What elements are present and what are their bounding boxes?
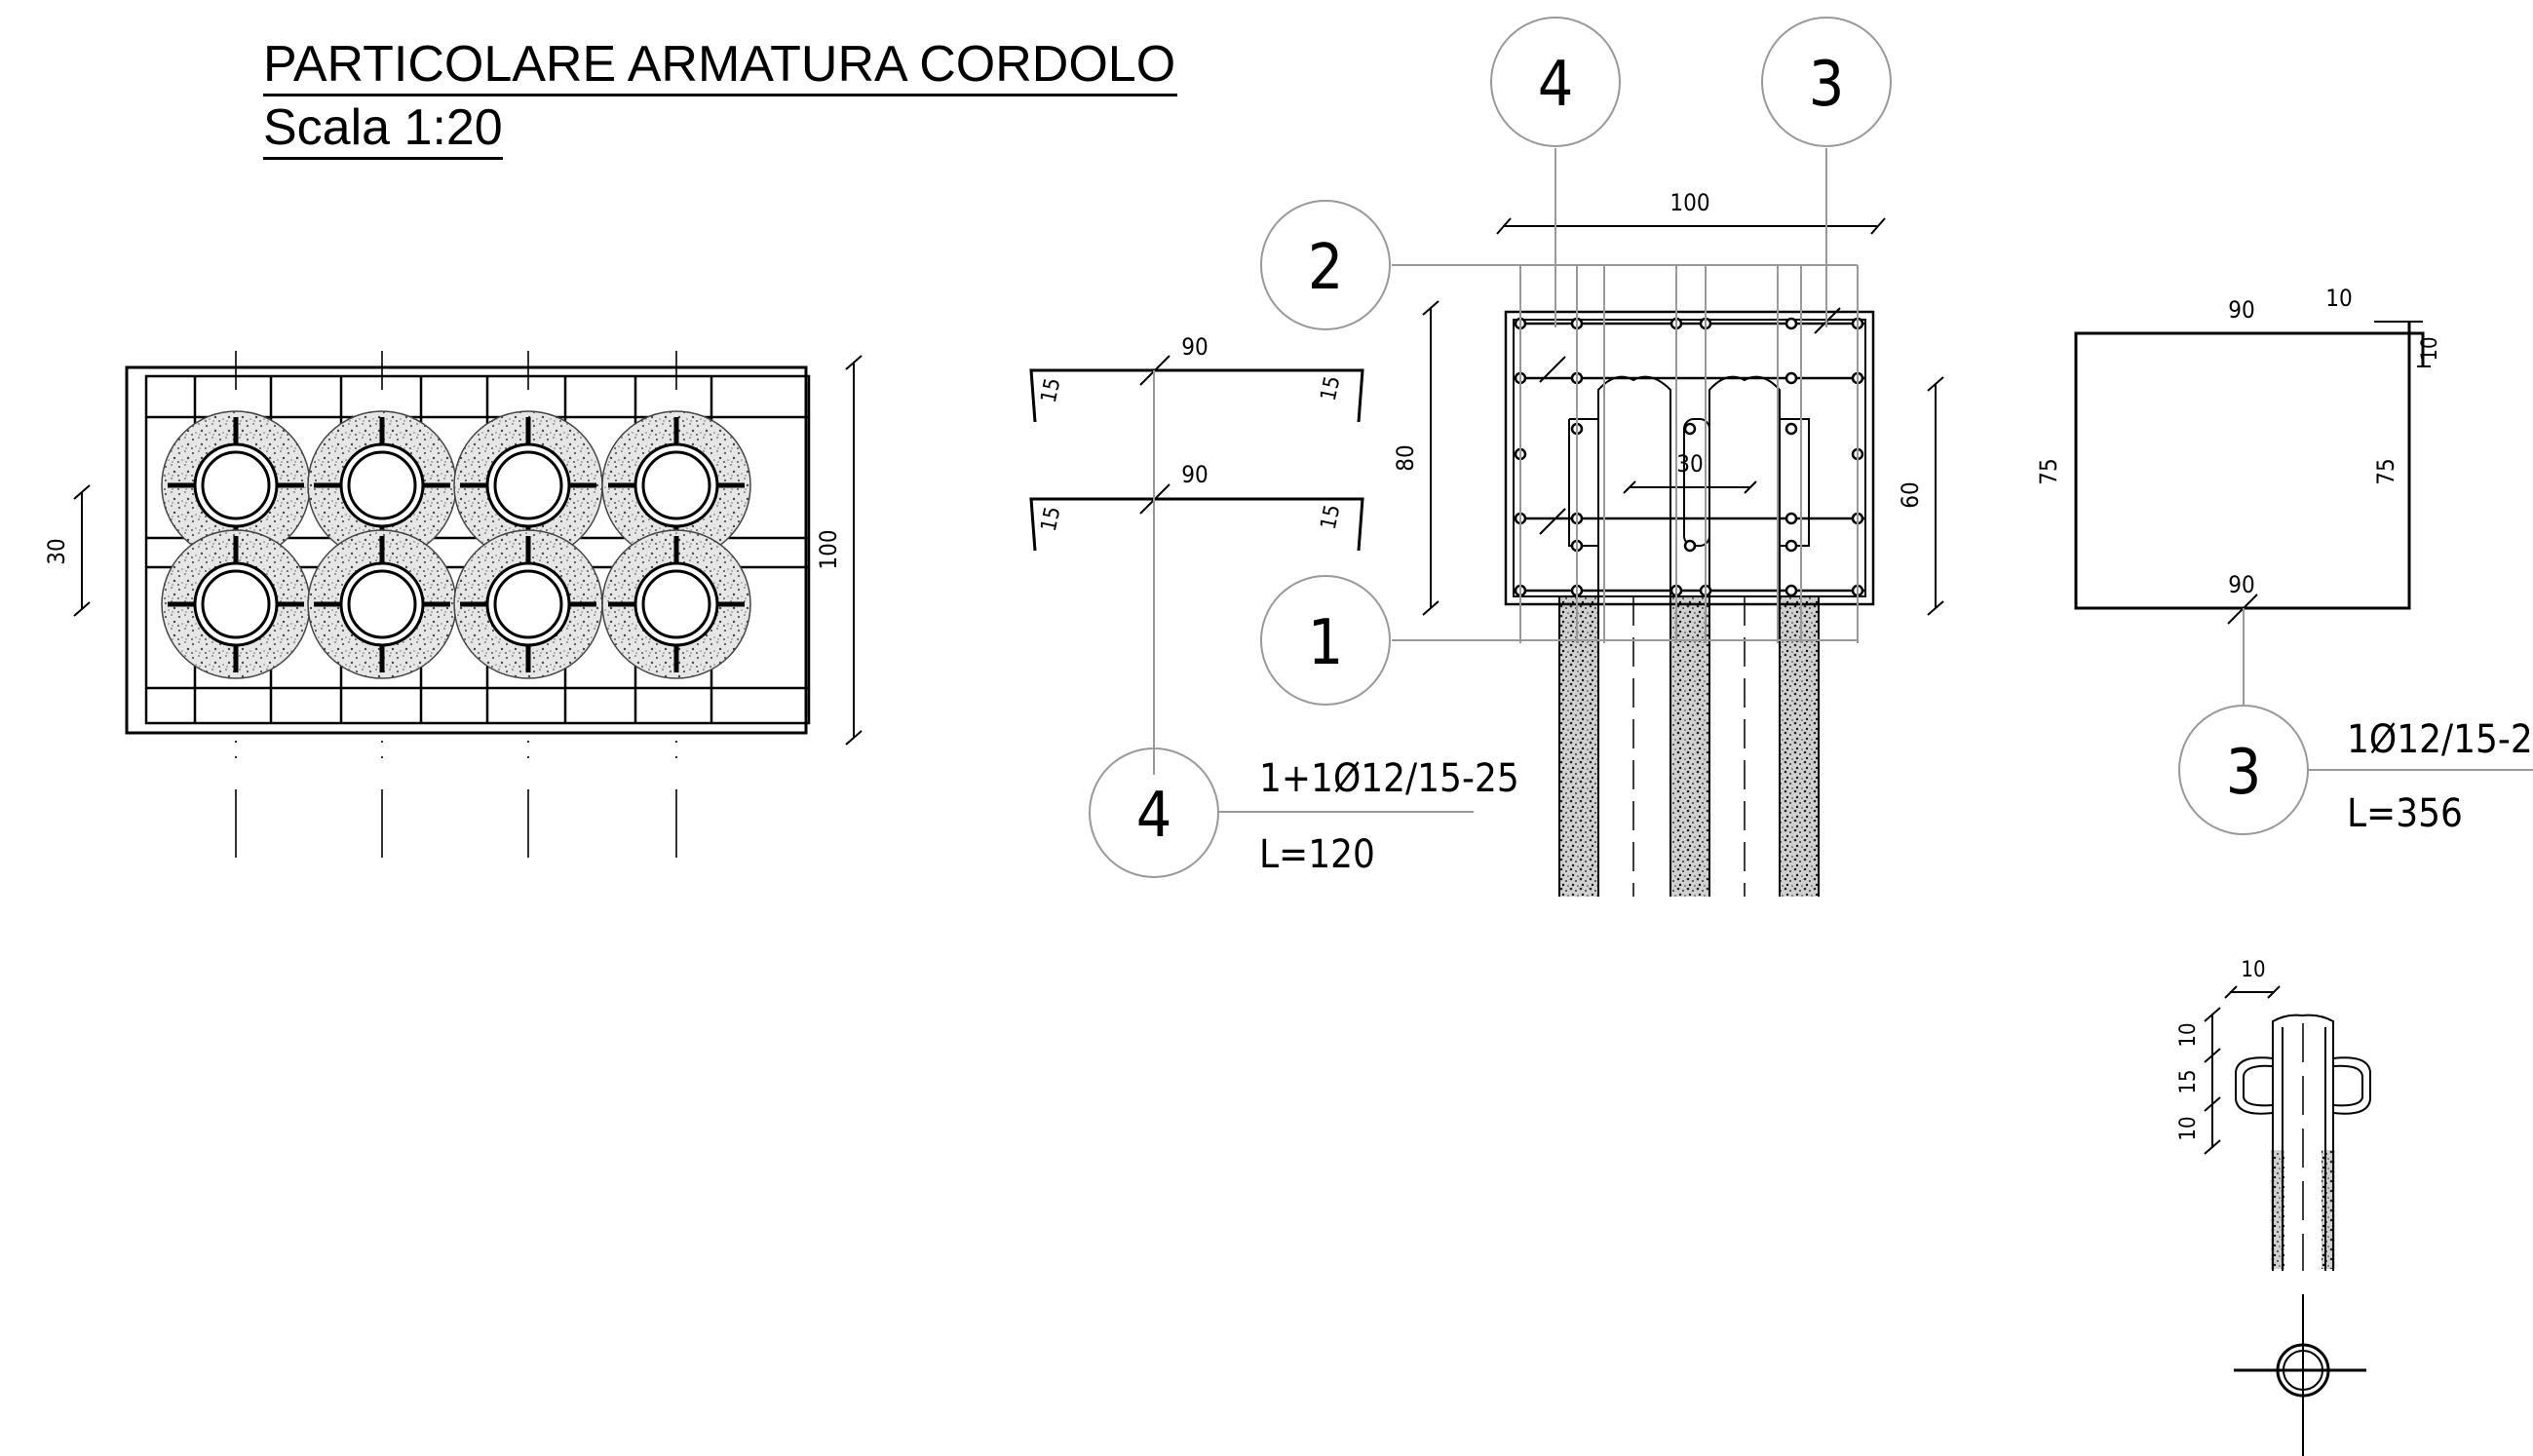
plan-pile (161, 529, 311, 679)
callout-3-top (1761, 17, 1892, 147)
stirrup-top-label: 90 (2228, 296, 2254, 324)
drawing-scale: Scala 1:20 (263, 98, 503, 160)
callout-3-right (2178, 705, 2533, 835)
plan-pile (161, 410, 311, 560)
callout-4-top (1490, 17, 1621, 147)
plan-pile (453, 529, 603, 679)
plan-piles (161, 410, 751, 679)
bar4-shape (1029, 355, 1364, 775)
callout-4-top-label: 4 (1538, 49, 1574, 121)
pile-detail-dim-b: 15 (2176, 1069, 2201, 1093)
bar-dot (1785, 512, 1798, 525)
bar-dot (1785, 539, 1798, 553)
bar4-left-hook: 15 (1037, 376, 1066, 405)
pile-detail-dim-a: 10 (2176, 1022, 2201, 1047)
bar4-right-hook: 15 (1317, 374, 1346, 403)
stirrup-hook-horizontal-label: 10 (2325, 285, 2352, 312)
stirrup-shape (2074, 321, 2431, 706)
callout-3-top-label: 3 (1809, 49, 1845, 121)
callout-1 (1260, 575, 1391, 706)
bar4-bottom-length: 90 (1181, 461, 1208, 488)
bar4-bottom-left-hook: 15 (1037, 505, 1066, 534)
pile-detail-top-width: 10 (2241, 958, 2265, 982)
bar4-spec: 1+1Ø12/15-25 (1259, 756, 1519, 801)
title-block: PARTICOLARE ARMATURA CORDOLO Scala 1:20 (263, 35, 1178, 160)
callout-4-bottom-label: 4 (1136, 780, 1172, 852)
bar4-top-length: 90 (1181, 333, 1208, 361)
bar-dot (1785, 317, 1798, 330)
plan-dim-left-label: 30 (43, 538, 70, 564)
plan-pile (601, 410, 751, 560)
plan-pile (453, 410, 603, 560)
cross-section (1422, 217, 1944, 897)
plan-view (73, 351, 863, 858)
stirrup-bottom-label: 90 (2228, 571, 2254, 598)
plan-pile (307, 529, 457, 679)
bar-dot (1785, 422, 1798, 436)
callout-1-label: 1 (1308, 607, 1344, 679)
callout-2-label: 2 (1308, 232, 1344, 304)
section-inner-height-label: 60 (1897, 481, 1924, 508)
pile-detail-dim-c: 10 (2176, 1116, 2201, 1140)
section-leaders (1392, 148, 1859, 643)
bar-dot (1785, 584, 1798, 597)
section-width-label: 100 (1669, 189, 1709, 216)
callout-2 (1260, 200, 1391, 330)
bar3-length: L=356 (2347, 791, 2463, 836)
plan-centre-lines (235, 351, 677, 858)
stirrup-hook-vertical-label: 10 (2418, 336, 2442, 361)
bar4-length: L=120 (1259, 832, 1375, 877)
section-height-label: 80 (1392, 444, 1419, 471)
callout-3-right-label: 3 (2226, 737, 2262, 809)
callout-4-bottom (1089, 747, 1474, 878)
plan-dim-right-label: 100 (815, 529, 842, 569)
pile-detail (2204, 985, 2371, 1456)
drawing-title: PARTICOLARE ARMATURA CORDOLO (263, 35, 1178, 96)
plan-dim-left (73, 484, 91, 617)
bar4-bottom-right-hook: 15 (1317, 503, 1346, 532)
stirrup-left-label: 75 (2035, 458, 2062, 484)
bar3-spec: 1Ø12/15-25 (2347, 717, 2533, 762)
bar-dot (1683, 539, 1697, 553)
plan-pile (601, 529, 751, 679)
section-pile-spacing-label: 30 (1676, 450, 1703, 478)
stirrup-right-label: 75 (2372, 458, 2399, 484)
bar-dot (1785, 371, 1798, 385)
bar-dot (1683, 422, 1697, 436)
plan-pile (307, 410, 457, 560)
plan-dim-right (845, 355, 863, 746)
